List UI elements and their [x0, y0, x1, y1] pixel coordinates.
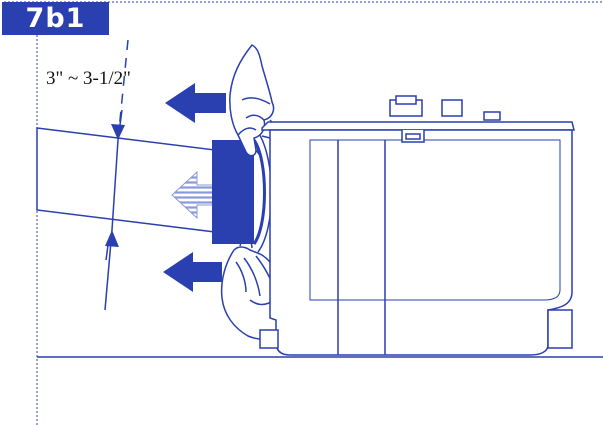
dimension-label: 3" ~ 3-1/2"	[46, 68, 131, 89]
tape-end	[212, 131, 273, 253]
arrow-left-icon	[163, 252, 222, 292]
dimension-callout	[104, 39, 129, 311]
step-badge: 7b1	[2, 2, 109, 35]
panel-frame	[4, 1, 603, 425]
arrow-left-icon	[165, 83, 226, 123]
container-unit	[259, 95, 575, 356]
